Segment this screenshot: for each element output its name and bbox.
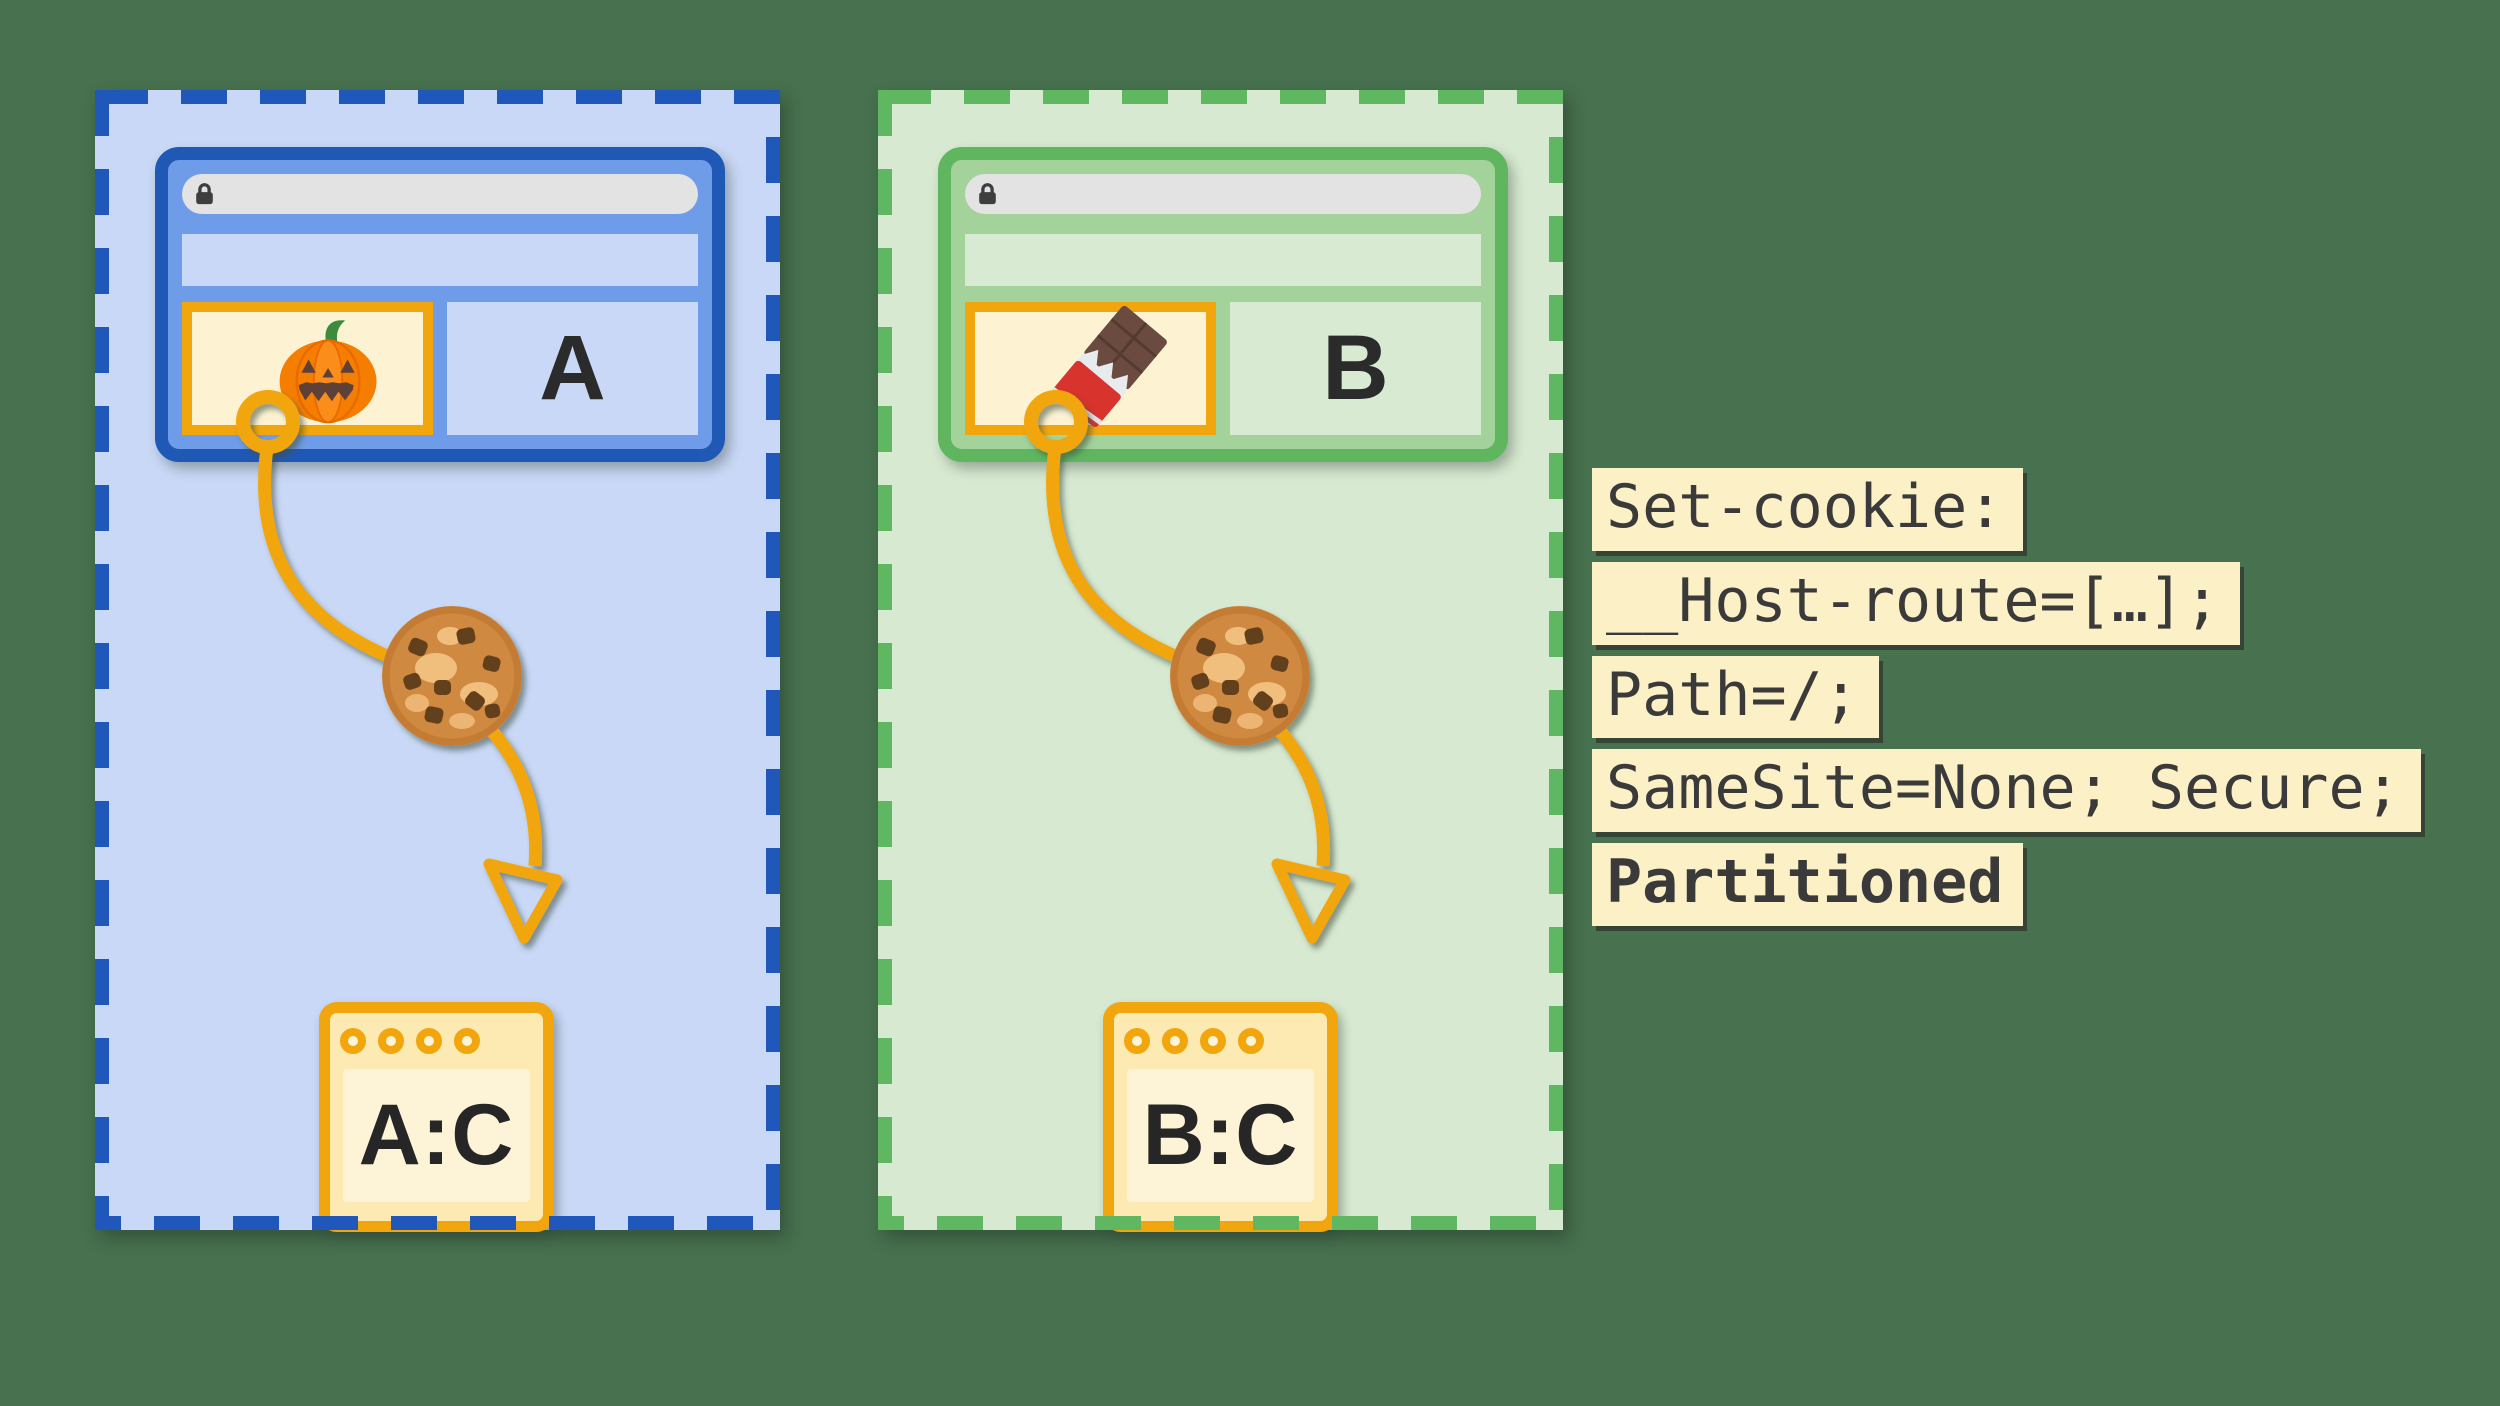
embedded-iframe-b (965, 302, 1216, 435)
jar-dot (454, 1028, 480, 1054)
jar-dot (1200, 1028, 1226, 1054)
cookie-jar-b: B:C (1103, 1002, 1338, 1232)
code-line: Set-cookie: (1592, 468, 2024, 551)
site-label-a: A (447, 302, 698, 435)
browser-window-b: B (938, 147, 1508, 462)
jar-dots (330, 1013, 543, 1054)
partition-b-container: B B:C (878, 90, 1563, 1232)
jar-label-a: A:C (343, 1069, 530, 1202)
code-line: Path=/; (1592, 655, 1879, 739)
jar-label-b: B:C (1127, 1069, 1314, 1202)
code-block: Set-cookie: __Host-route=[…]; Path=/; Sa… (1592, 468, 2421, 937)
nav-bar (182, 234, 698, 286)
jar-dot (1162, 1028, 1188, 1054)
jar-dot (1238, 1028, 1264, 1054)
url-bar (182, 174, 698, 214)
jar-dot (378, 1028, 404, 1054)
jar-dot (340, 1028, 366, 1054)
embedded-iframe-a (182, 302, 433, 435)
code-line-partitioned: Partitioned (1592, 843, 2024, 926)
url-bar (965, 174, 1481, 214)
chocolate-bar-icon (1051, 305, 1167, 427)
lock-icon (196, 183, 213, 205)
nav-bar (965, 234, 1481, 286)
cookie-jar-a: A:C (319, 1002, 554, 1232)
code-line: __Host-route=[…]; (1592, 561, 2241, 645)
page-content: B (965, 302, 1481, 435)
browser-window-a: A (155, 147, 725, 462)
page-content: A (182, 302, 698, 435)
jar-dot (416, 1028, 442, 1054)
jack-o-lantern-icon (279, 319, 376, 423)
partition-a-container: A A:C (95, 90, 780, 1232)
lock-icon (979, 183, 996, 205)
code-line: SameSite=None; Secure; (1592, 749, 2421, 833)
jar-dot (1124, 1028, 1150, 1054)
site-label-b: B (1230, 302, 1481, 435)
jar-dots (1114, 1013, 1327, 1054)
